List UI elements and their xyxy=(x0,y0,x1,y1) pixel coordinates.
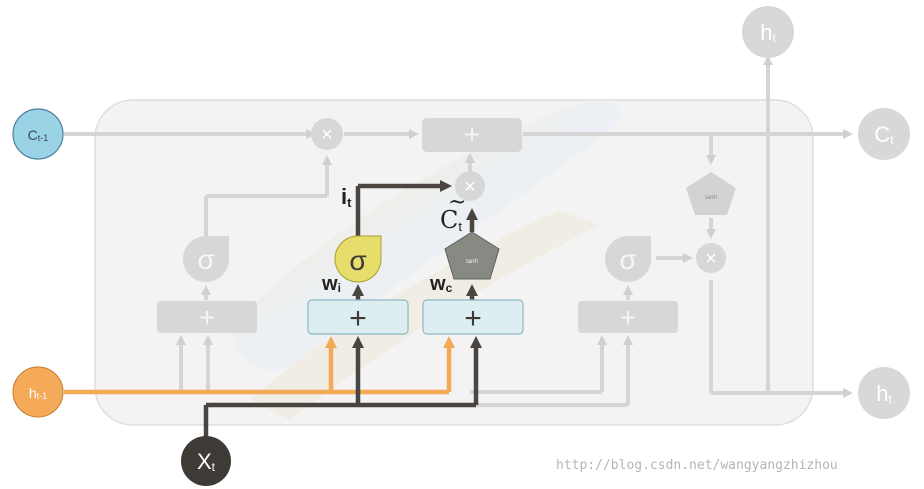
output-tanh-node xyxy=(686,172,736,215)
forget-multiply-symbol: × xyxy=(321,124,333,146)
forget-gate-sigma xyxy=(183,236,229,282)
h-t-top-node xyxy=(742,6,794,58)
c-t-label: Ct xyxy=(874,122,894,147)
h-prev-node xyxy=(12,366,64,418)
candidate-adder xyxy=(422,299,524,335)
weight-c-label: wc xyxy=(429,273,453,295)
input-gate-sigma-symbol: σ xyxy=(349,245,366,276)
input-gate-label: it xyxy=(341,184,352,210)
h-t-right-node xyxy=(858,367,910,419)
hidden-state-connections xyxy=(64,336,455,395)
output-multiply-symbol: × xyxy=(705,248,717,270)
output-gate-sigma xyxy=(605,236,651,282)
cell-state-adder xyxy=(422,118,522,152)
forget-multiply-node xyxy=(311,118,343,150)
input-connections xyxy=(203,180,482,440)
output-gate-adder xyxy=(578,301,678,333)
candidate-tanh-node xyxy=(444,231,500,280)
candidate-adder-symbol: + xyxy=(464,302,482,335)
weight-i-label: wi xyxy=(321,273,341,295)
cell-state-adder-symbol: + xyxy=(464,119,480,150)
candidate-label: Ct xyxy=(440,206,462,234)
forget-gate-adder xyxy=(157,301,257,333)
input-gate-adder-symbol: + xyxy=(349,302,367,335)
input-gate-adder xyxy=(307,299,409,335)
c-t-node xyxy=(858,108,910,160)
c-prev-label: Ct-1 xyxy=(28,127,49,143)
c-prev-node xyxy=(12,108,64,160)
h-prev-label: ht-1 xyxy=(29,385,47,401)
output-gate-sigma-symbol: σ xyxy=(619,244,636,275)
faded-connections xyxy=(64,55,853,407)
h-t-right-label: ht xyxy=(876,381,892,406)
output-gate-adder-symbol: + xyxy=(620,302,636,333)
input-multiply-node xyxy=(455,171,485,201)
h-t-top-label: ht xyxy=(760,20,776,45)
output-multiply-node xyxy=(696,243,726,273)
output-tanh-label: tanh xyxy=(705,195,717,201)
watermark-url: http://blog.csdn.net/wangyangzhizhou xyxy=(556,458,838,473)
input-gate-sigma xyxy=(334,235,382,283)
candidate-tilde: ~ xyxy=(448,190,466,215)
x-t-node xyxy=(181,436,231,486)
x-t-label: Xt xyxy=(197,449,216,474)
candidate-tanh-label: tanh xyxy=(466,259,478,265)
input-multiply-symbol: × xyxy=(464,176,476,198)
forget-gate-sigma-symbol: σ xyxy=(197,244,214,275)
forget-gate-adder-symbol: + xyxy=(199,302,215,333)
